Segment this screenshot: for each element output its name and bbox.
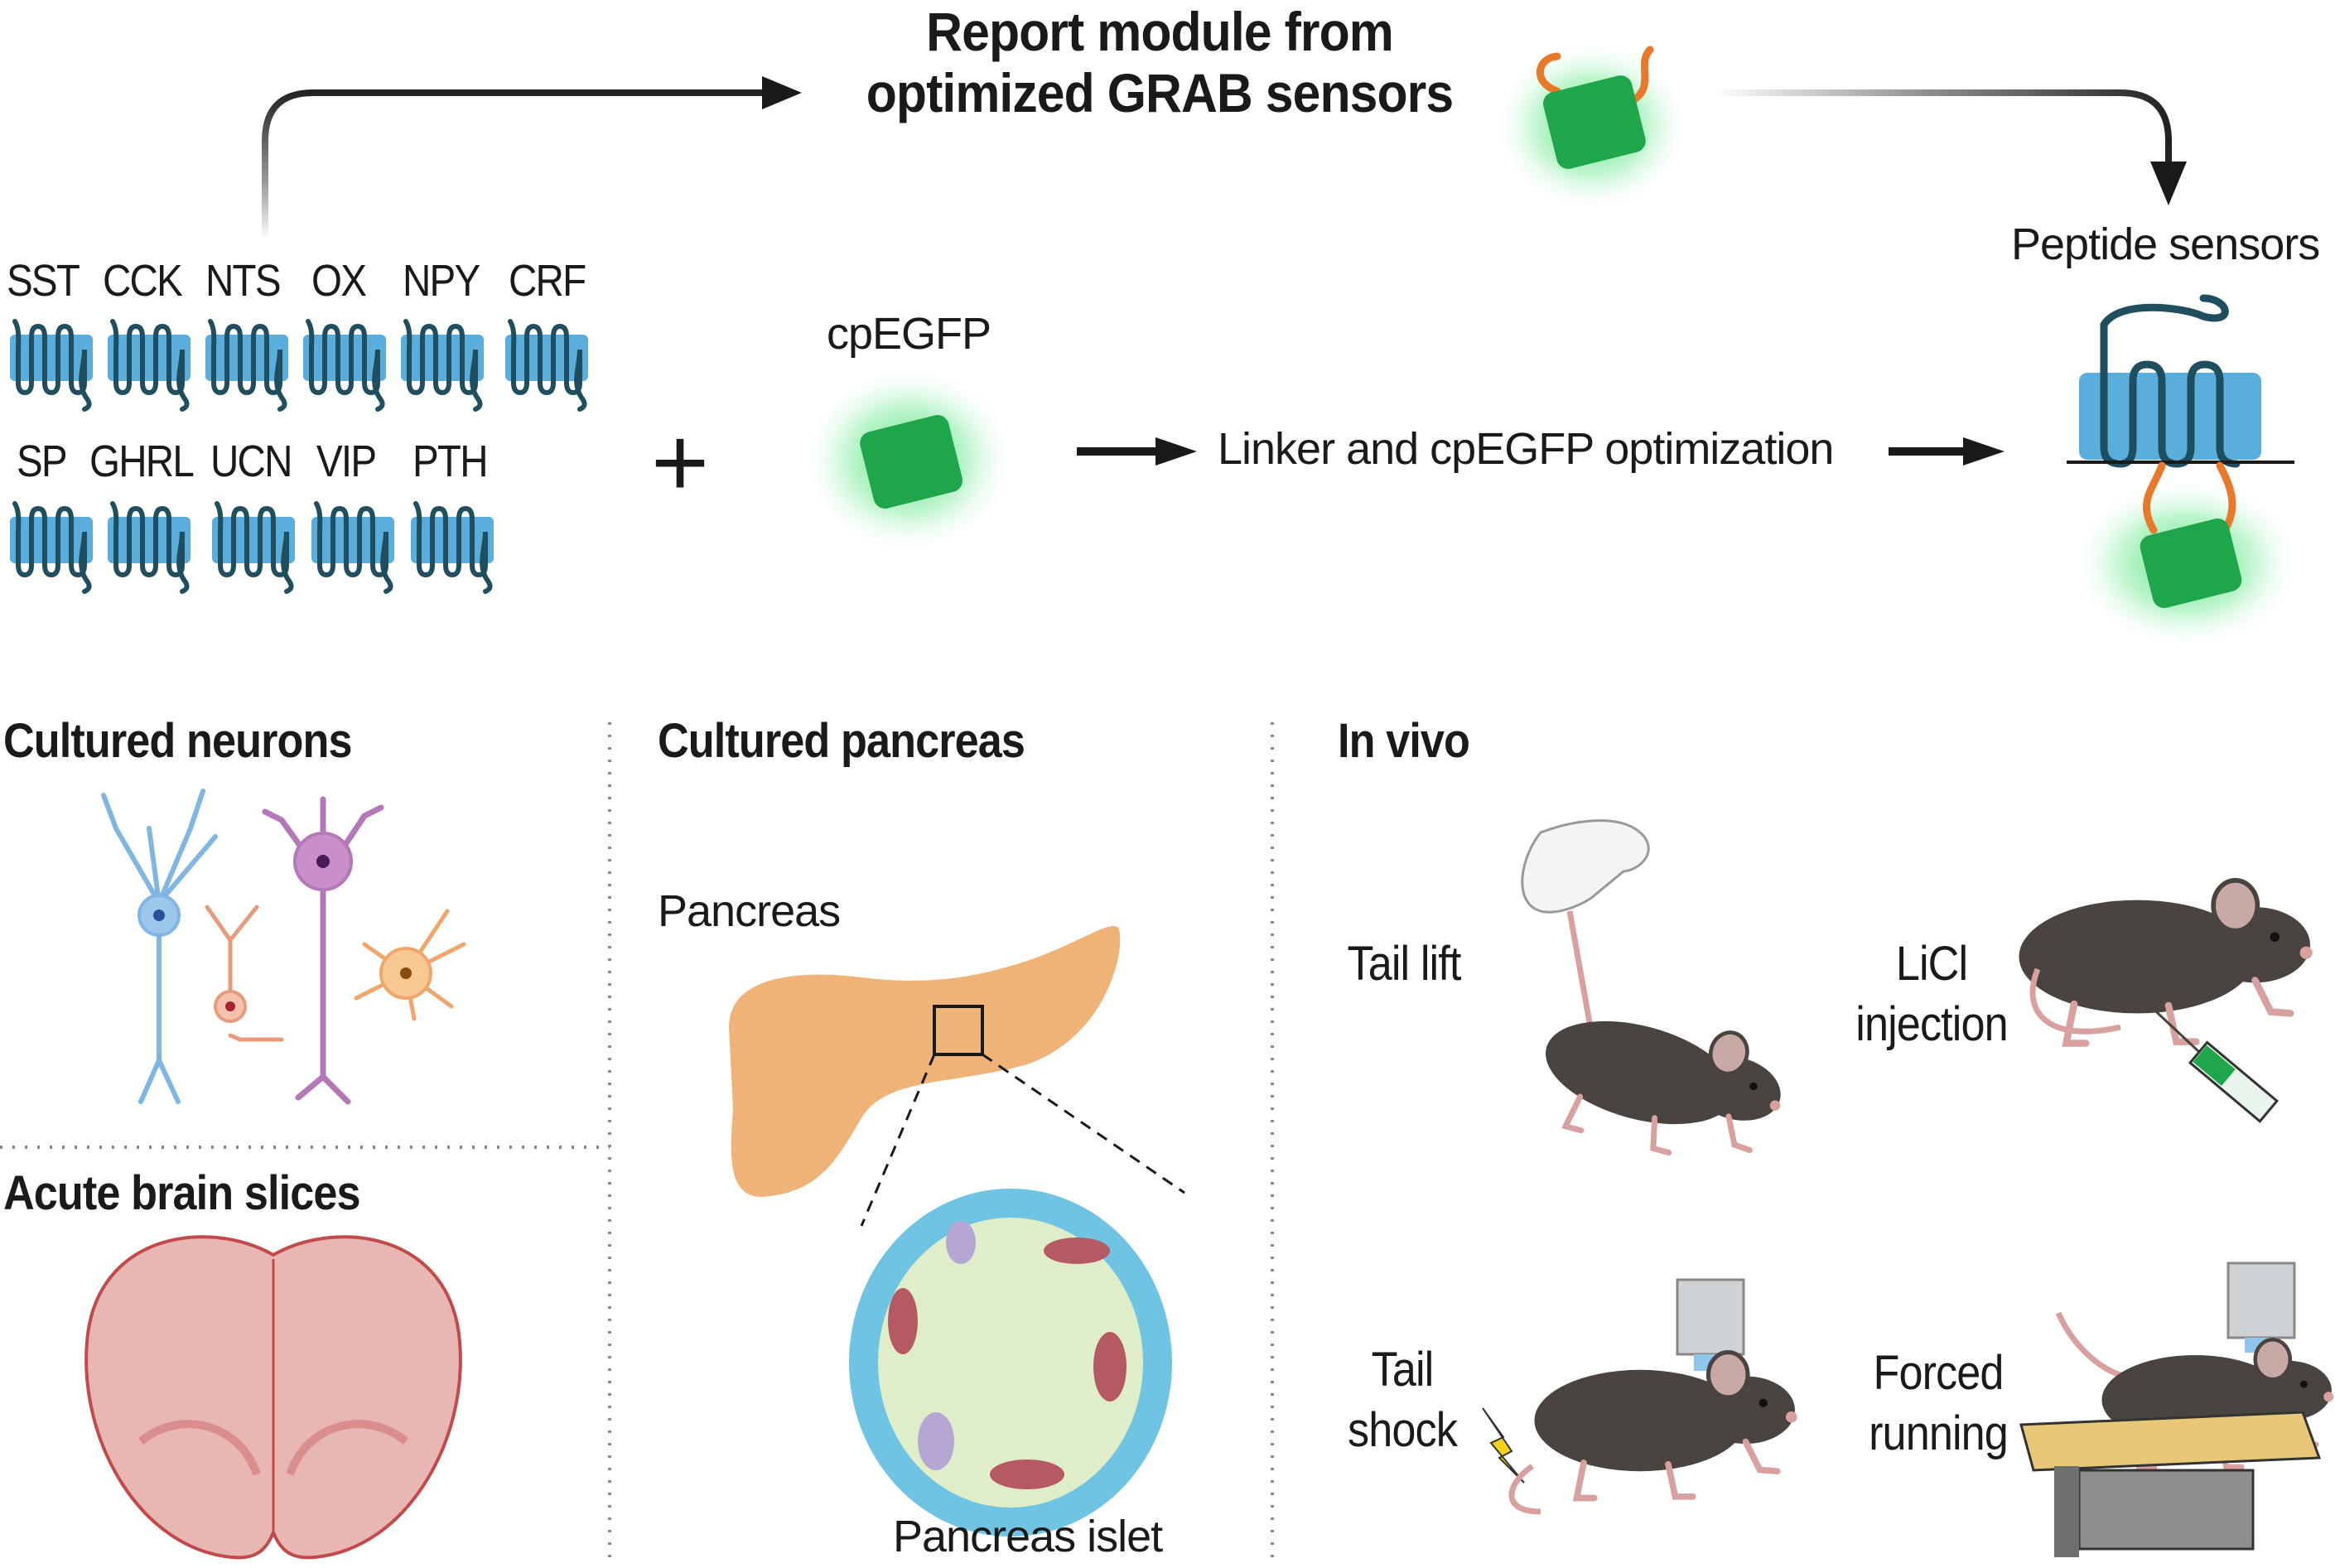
forced-running-label: Forced running [1869, 1346, 2009, 1460]
report-module-icon [1493, 39, 1691, 213]
receptor-label-9: VIP [316, 437, 377, 486]
islet-zoom-box [933, 1005, 984, 1056]
receptor-label-6: SP [17, 437, 68, 486]
pancreas-islet-label: Pancreas islet [893, 1512, 1163, 1561]
pancreas-illustration [729, 926, 1185, 1227]
tail-lift-label: Tail lift [1347, 937, 1462, 991]
receptor-label-5: CRF [509, 256, 586, 306]
optimization-label: Linker and cpEGFP optimization [1218, 424, 1834, 474]
cpegfp-icon [801, 364, 1016, 555]
receptor-row-2 [10, 504, 494, 591]
licl-injection-label: LiCl injection [1855, 937, 2008, 1051]
module-title: Report module from optimized GRAB sensor… [794, 1, 1525, 124]
receptor-label-1: CCK [103, 256, 183, 306]
tail-shock-label: Tail shock [1348, 1343, 1458, 1457]
receptor-label-2: NTS [205, 256, 282, 306]
receptor-row-1 [10, 321, 588, 409]
receptor-label-3: OX [311, 256, 367, 306]
pancreas-label: Pancreas [658, 886, 841, 936]
forced-running-mouse [2019, 1262, 2333, 1557]
receptor-label-8: UCN [210, 437, 292, 486]
arrow-up-to-module [262, 89, 762, 240]
pancreas-islet-illustration [849, 1189, 1172, 1537]
receptor-label-4: NPY [403, 256, 480, 306]
peptide-sensors-label: Peptide sensors [2011, 220, 2320, 269]
neurons-illustration [101, 789, 466, 1105]
receptor-label-0: SST [7, 256, 80, 306]
arrow-module-to-sensors [1715, 89, 2172, 162]
cpegfp-label: cpEGFP [827, 309, 991, 359]
section-cultured-neurons: Cultured neurons [3, 714, 353, 768]
peptide-sensor-icon [2067, 294, 2303, 650]
plus-sign: + [651, 407, 709, 518]
brain-slice-illustration [84, 1235, 462, 1560]
arrowhead-to-sensors [2150, 162, 2187, 205]
tail-lift-mouse [1521, 819, 1796, 1179]
section-acute-brain-slices: Acute brain slices [3, 1166, 360, 1220]
tail-shock-mouse [1482, 1278, 1797, 1515]
receptor-label-10: PTH [412, 437, 489, 486]
module-title-line1: Report module from [926, 1, 1394, 62]
arrowhead-to-module [762, 76, 802, 109]
section-in-vivo: In vivo [1338, 714, 1470, 768]
section-cultured-pancreas: Cultured pancreas [658, 714, 1025, 768]
licl-injection-mouse [2019, 880, 2313, 1123]
receptor-label-7: GHRL [89, 437, 195, 486]
module-title-line2: optimized GRAB sensors [866, 61, 1454, 123]
